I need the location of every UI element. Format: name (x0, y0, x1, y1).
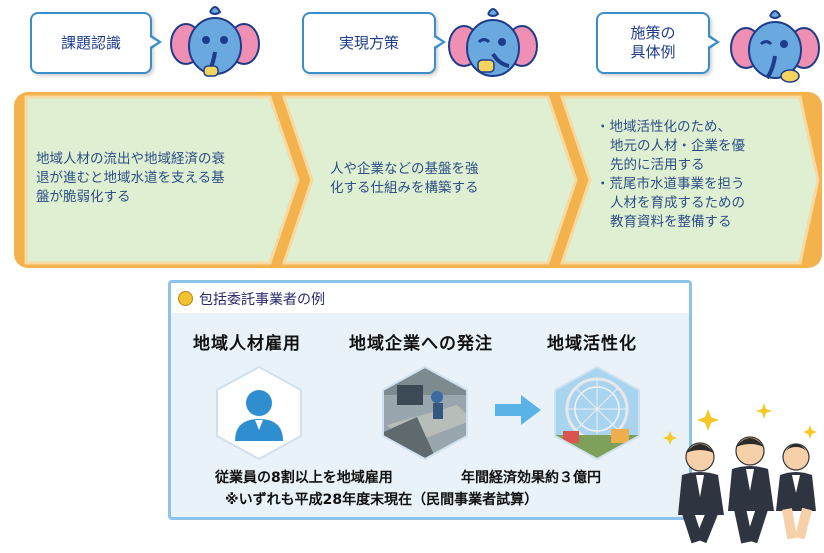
case-title: 包括委託事業者の例 (199, 292, 325, 308)
text-line: 退が進むと地域水道を支える基 (36, 170, 225, 186)
footer-economic-effect: 年間経済効果約３億円 (461, 470, 601, 486)
bubble-label: 実現方策 (338, 33, 399, 52)
column-title-revitalization: 地域活性化 (547, 334, 637, 354)
text-line: ・荒尾市水道事業を担う (596, 176, 745, 192)
hexagon-ferris-wheel-photo (554, 365, 640, 461)
arrow-policy (281, 95, 578, 265)
arrow-issue (24, 95, 300, 265)
case-example-box: 包括委託事業者の例 地域人材雇用 地域企業への発注 地域活性化 (168, 280, 692, 520)
hexagon-person (216, 365, 302, 461)
elephant-mascot-icon (170, 6, 260, 77)
person-icon (235, 390, 283, 441)
footer-local-hiring-rate: 従業員の8割以上を地域雇用 (215, 470, 393, 486)
text-line: 人材を育成するための (610, 195, 745, 211)
arrow-text-issue: 地域人材の流出や地域経済の衰 退が進むと地域水道を支える基 盤が脆弱化する (36, 150, 286, 207)
text-line: 化する仕組みを構築する (330, 180, 479, 196)
arrow-examples (559, 95, 820, 265)
arrow-text-examples: ・地域活性化のため、 地元の人材・企業を優 先的に活用する ・荒尾市水道事業を担… (596, 118, 806, 232)
text-line: 盤が脆弱化する (36, 189, 131, 205)
bubble-label: 課題認識 (60, 33, 121, 52)
footer-note: ※いずれも平成28年度末現在（民間事業者試算） (225, 492, 539, 508)
text-line: 教育資料を整備する (610, 214, 732, 230)
bubble-label-line2: 具体例 (630, 43, 676, 61)
elephant-mascot-icon (448, 8, 538, 77)
hexagon-construction-photo (382, 365, 468, 461)
column-title-local-hiring: 地域人材雇用 (193, 334, 301, 354)
case-header: 包括委託事業者の例 (171, 283, 689, 313)
column-title-local-orders: 地域企業への発注 (349, 334, 493, 354)
apple-icon (178, 291, 193, 306)
text-line: 先的に活用する (610, 157, 705, 173)
text-line: ・地域活性化のため、 (596, 119, 731, 135)
text-line: 人や企業などの基盤を強 (330, 161, 479, 177)
arrow-text-policy: 人や企業などの基盤を強 化する仕組みを構築する (330, 160, 540, 198)
right-arrow-icon (495, 395, 541, 425)
bubble-label-line1: 施策の (630, 24, 676, 42)
running-business-people-illustration (663, 403, 817, 544)
bubble-issue-recognition: 課題認識 (30, 12, 162, 74)
text-line: 地域人材の流出や地域経済の衰 (36, 151, 225, 167)
elephant-mascot-icon (730, 10, 820, 83)
text-line: 地元の人材・企業を優 (610, 138, 745, 154)
bubble-implementation-policy: 実現方策 (302, 12, 446, 74)
bubble-concrete-examples: 施策の 具体例 (596, 12, 720, 74)
